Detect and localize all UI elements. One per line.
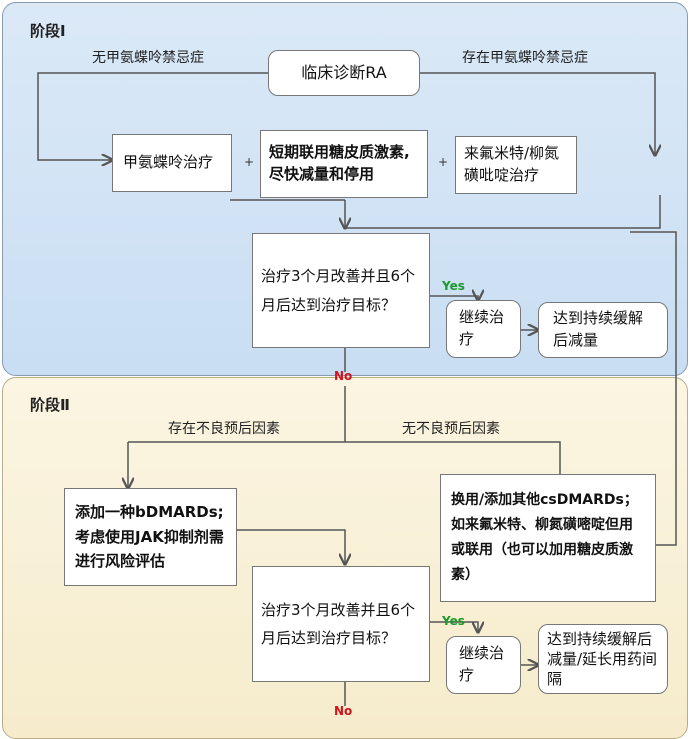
start-text: 临床诊断RA: [301, 63, 387, 83]
box-csdmard-text: 换用/添加其他csDMARDs；如来氟米特、柳氮磺嘧啶但用或联用（也可以加用糖皮…: [451, 491, 638, 584]
yes-label-2: Yes: [442, 614, 465, 628]
phase1-title: 阶段Ⅰ: [30, 22, 66, 40]
phase2-title: 阶段Ⅱ: [30, 396, 70, 414]
label-poor-prognosis: 存在不良预后因素: [168, 421, 280, 437]
box-continue-2: 继续治疗: [446, 636, 521, 694]
no-label-1: No: [334, 369, 353, 383]
box-bdmard-text: 添加一种bDMARDs;考虑使用JAK抑制剂需进行风险评估: [75, 502, 224, 571]
box-methotrexate: 甲氨蝶呤治疗: [112, 134, 232, 192]
question-box-2: 治疗3个月改善并且6个月后达到治疗目标？: [252, 566, 430, 682]
box-leflunomide: 来氟米特/柳氮磺吡啶治疗: [455, 136, 577, 194]
box-outcome-1-text: 达到持续缓解后减量: [553, 309, 644, 349]
plus-sign-2: +: [438, 155, 449, 169]
box-glucocorticoid-text: 短期联用糖皮质激素,尽快减量和停用: [269, 143, 410, 183]
box-leflunomide-text: 来氟米特/柳氮磺吡啶治疗: [464, 144, 560, 184]
label-mtx-contraindication: 存在甲氨蝶呤禁忌症: [462, 50, 588, 66]
label-no-mtx-contraindication: 无甲氨蝶呤禁忌症: [92, 50, 204, 66]
start-clinical-diagnosis: 临床诊断RA: [268, 50, 420, 96]
plus-sign-1: +: [244, 155, 255, 169]
box-outcome-2-text: 达到持续缓解后减量/延长用药间隔: [547, 629, 658, 689]
no-label-2: No: [334, 704, 353, 718]
box-continue-1: 继续治疗: [446, 300, 521, 358]
question-box-1: 治疗3个月改善并且6个月后达到治疗目标？: [252, 233, 430, 348]
yes-label-1: Yes: [442, 279, 465, 293]
box-csdmard: 换用/添加其他csDMARDs；如来氟米特、柳氮磺嘧啶但用或联用（也可以加用糖皮…: [440, 474, 656, 602]
box-methotrexate-text: 甲氨蝶呤治疗: [123, 153, 214, 172]
box-continue-1-text: 继续治疗: [459, 308, 505, 348]
box-outcome-2: 达到持续缓解后减量/延长用药间隔: [538, 624, 668, 694]
box-glucocorticoid: 短期联用糖皮质激素,尽快减量和停用: [260, 130, 428, 198]
box-outcome-1: 达到持续缓解后减量: [538, 302, 668, 358]
flow-connectors: [37, 72, 677, 706]
box-bdmard: 添加一种bDMARDs;考虑使用JAK抑制剂需进行风险评估: [64, 488, 237, 586]
question-1-text: 治疗3个月改善并且6个月后达到治疗目标？: [261, 267, 416, 314]
question-2-text: 治疗3个月改善并且6个月后达到治疗目标？: [261, 600, 416, 648]
label-no-poor-prognosis: 无不良预后因素: [402, 421, 500, 437]
box-continue-2-text: 继续治疗: [459, 644, 505, 684]
